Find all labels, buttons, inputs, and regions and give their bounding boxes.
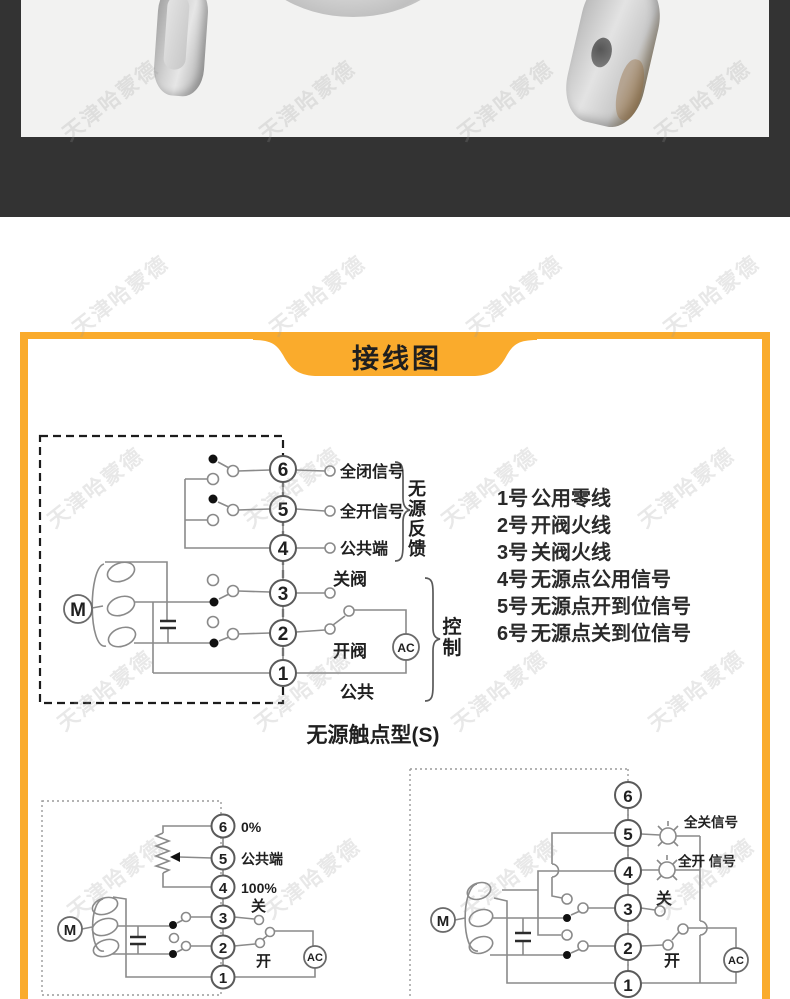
flange-bolt-hole: [588, 35, 615, 70]
valve-left-flange-face: [162, 0, 191, 71]
watermark: 天津哈蒙德: [265, 251, 371, 341]
legend-label: 无源点公用信号: [531, 569, 671, 591]
legend-row: 6号无源点关到位信号: [497, 621, 691, 648]
wiring-panel: [20, 332, 770, 999]
watermark: 天津哈蒙德: [68, 251, 174, 341]
legend-label: 开阀火线: [531, 515, 611, 537]
valve-photo: [21, 0, 769, 137]
legend-no: 4号: [497, 569, 529, 591]
watermark: 天津哈蒙德: [462, 251, 568, 341]
control-group-label: 控制: [442, 617, 462, 660]
legend-label: 公用零线: [531, 488, 611, 510]
legend-no: 6号: [497, 623, 529, 645]
legend-row: 3号关阀火线: [497, 540, 691, 567]
valve-body-image: [248, 0, 458, 17]
legend-no: 5号: [497, 596, 529, 618]
valve-left-flange-image: [152, 0, 210, 98]
legend-no: 2号: [497, 515, 529, 537]
legend-label: 无源点关到位信号: [531, 623, 691, 645]
legend-label: 关阀火线: [531, 542, 611, 564]
legend-row: 5号无源点开到位信号: [497, 594, 691, 621]
valve-right-flange-image: [558, 0, 668, 133]
photo-section: [0, 0, 790, 217]
diagram-caption: 无源触点型(S): [306, 724, 440, 747]
terminal-legend: 1号公用零线 2号开阀火线 3号关阀火线 4号无源点公用信号 5号无源点开到位信…: [497, 486, 691, 648]
flange-rust-patch: [611, 56, 649, 123]
legend-label: 无源点开到位信号: [531, 596, 691, 618]
legend-no: 1号: [497, 488, 529, 510]
watermark: 天津哈蒙德: [659, 251, 765, 341]
legend-no: 3号: [497, 542, 529, 564]
legend-row: 1号公用零线: [497, 486, 691, 513]
feedback-group-label: 无源反馈: [408, 479, 426, 560]
legend-row: 4号无源点公用信号: [497, 567, 691, 594]
legend-row: 2号开阀火线: [497, 513, 691, 540]
